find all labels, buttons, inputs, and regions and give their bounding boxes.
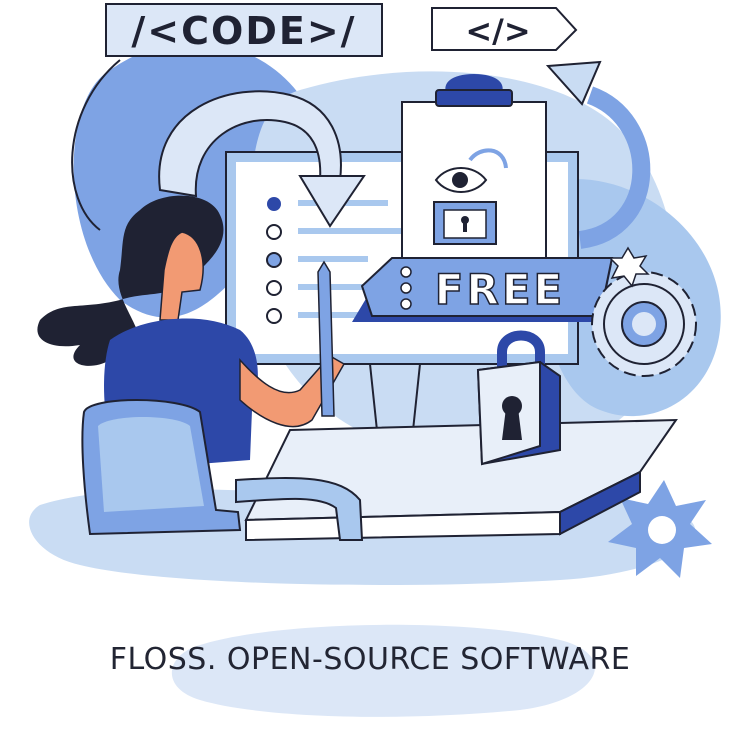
curved-arrow-icon xyxy=(158,90,366,228)
eye-icon xyxy=(434,167,488,193)
swirl-line xyxy=(71,59,121,231)
free-banner-text: FREE xyxy=(435,265,565,314)
html-tag-label: </> xyxy=(431,7,578,51)
small-gear-icon xyxy=(608,246,650,288)
code-tag-text: /<CODE>/ xyxy=(131,9,356,53)
chair xyxy=(81,399,364,541)
free-banner: FREE xyxy=(352,257,614,322)
small-lock-icon xyxy=(433,201,497,245)
padlock-icon xyxy=(476,330,561,466)
cog-star-icon xyxy=(608,480,712,578)
code-tag-label: /<CODE>/ xyxy=(105,3,383,57)
clipboard xyxy=(401,74,547,259)
caption-title: FLOSS. OPEN-SOURCE SOFTWARE xyxy=(109,642,631,677)
refresh-arrow-icon xyxy=(545,60,651,249)
gear-icon xyxy=(591,271,697,377)
html-tag-text: </> xyxy=(465,12,530,50)
